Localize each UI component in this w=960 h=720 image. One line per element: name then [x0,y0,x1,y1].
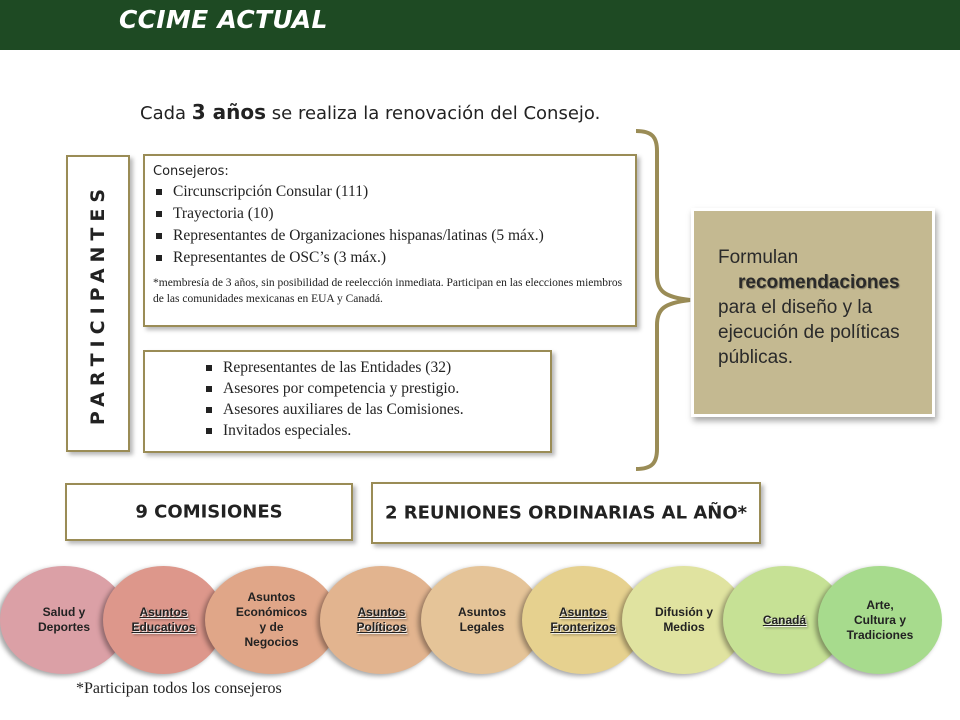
right-brace-icon [635,129,691,471]
comision-label: Asuntos Legales [458,605,506,634]
formulan-line: públicas. [718,347,793,368]
intro-text: Cada 3 años se realiza la renovación del… [140,100,600,124]
comision-label: Asuntos Educativos [131,605,196,634]
comision-label: Canadá [762,612,807,627]
participantes-label: PARTICIPANTES [87,182,109,425]
intro-suffix: se realiza la renovación del Consejo. [266,103,601,124]
list-item: Representantes de OSC’s (3 máx.) [153,247,627,269]
comision-label: Asuntos Políticos [356,605,407,634]
comision-label: Arte, Cultura y Tradiciones [846,597,914,642]
comision-asuntos-educativos: Asuntos Educativos [103,566,224,674]
formulan-line: ejecución de políticas [718,322,900,343]
consejeros-title: Consejeros: [153,164,229,179]
list-item: Representantes de Organizaciones hispana… [153,225,627,247]
comision-label: Difusión y Medios [654,605,713,634]
participantes-box: PARTICIPANTES [66,155,130,452]
otros-participantes-box: Representantes de las Entidades (32) Ase… [143,350,552,453]
comision-label: Salud y Deportes [37,605,90,634]
comision-asuntos-economicos: Asuntos Económicos y de Negocios [205,566,338,674]
membership-note: *membresía de 3 años, sin posibilidad de… [153,277,623,305]
list-item: Circunscripción Consular (111) [153,181,627,203]
list-item: Asesores por competencia y prestigio. [203,378,550,399]
list-item: Asesores auxiliares de las Comisiones. [203,399,550,420]
consejeros-box: Consejeros: Circunscripción Consular (11… [143,154,637,327]
reuniones-label: 2 REUNIONES ORDINARIAS AL AÑO* [384,502,748,524]
formulan-emphasis: recomendaciones [738,272,900,293]
otros-list: Representantes de las Entidades (32) Ase… [203,357,550,441]
header-bar: CCIME ACTUAL [0,0,960,50]
list-item: Invitados especiales. [203,420,550,441]
comisiones-box: 9 COMISIONES [65,483,353,541]
comision-label: Asuntos Económicos y de Negocios [235,590,308,649]
footnote: *Participan todos los consejeros [76,680,282,697]
comisiones-label: 9 COMISIONES [135,501,283,523]
intro-prefix: Cada [140,103,192,124]
comision-label: Asuntos Fronterizos [550,605,616,634]
formulan-box: Formulan recomendaciones para el diseño … [694,211,932,414]
formulan-text: Formulan recomendaciones para el diseño … [718,245,900,370]
formulan-line: Formulan [718,247,799,268]
formulan-line: para el diseño y la [718,297,873,318]
intro-emphasis: 3 años [191,100,267,124]
comision-arte-cultura: Arte, Cultura y Tradiciones [818,566,942,674]
page-title: CCIME ACTUAL [119,5,328,34]
consejeros-list: Circunscripción Consular (111) Trayector… [153,181,627,269]
list-item: Trayectoria (10) [153,203,627,225]
reuniones-box: 2 REUNIONES ORDINARIAS AL AÑO* [371,482,761,544]
list-item: Representantes de las Entidades (32) [203,357,550,378]
